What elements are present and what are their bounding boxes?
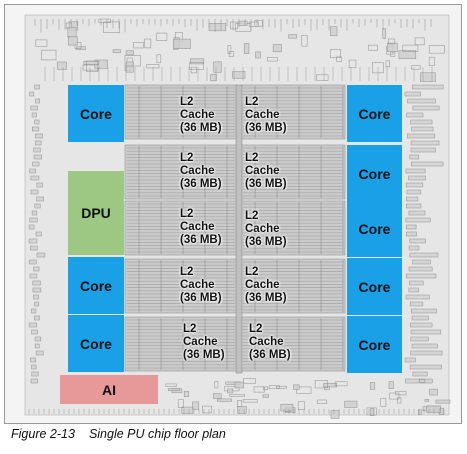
dpu-block: DPU <box>68 171 124 255</box>
core-label: Core <box>358 165 391 182</box>
core-block-left-3: Core <box>68 315 124 372</box>
figure-title: Single PU chip floor plan <box>88 427 226 441</box>
core-block-right-5: Core <box>347 316 402 373</box>
core-block-right-1: Core <box>347 85 402 142</box>
ai-label: AI <box>102 381 116 398</box>
core-label: Core <box>358 278 391 295</box>
core-label: Core <box>358 336 391 353</box>
core-label: Core <box>80 335 112 352</box>
figure-number: Figure 2-13 <box>11 427 75 441</box>
core-block-right-4: Core <box>347 258 402 315</box>
core-block-left-1: Core <box>68 85 124 142</box>
core-block-right-3: Core <box>347 200 402 257</box>
core-block-right-2: Core <box>347 145 402 202</box>
core-label: Core <box>358 220 391 237</box>
ai-block: AI <box>60 375 158 404</box>
core-block-left-2: Core <box>68 257 124 314</box>
core-label: Core <box>80 105 112 122</box>
core-label: Core <box>80 277 112 294</box>
dpu-label: DPU <box>81 205 111 221</box>
figure-frame: Core DPU Core Core Core Core Core Core C… <box>4 4 462 424</box>
core-label: Core <box>358 105 391 122</box>
figure-caption: Figure 2-13 Single PU chip floor plan <box>11 427 226 441</box>
